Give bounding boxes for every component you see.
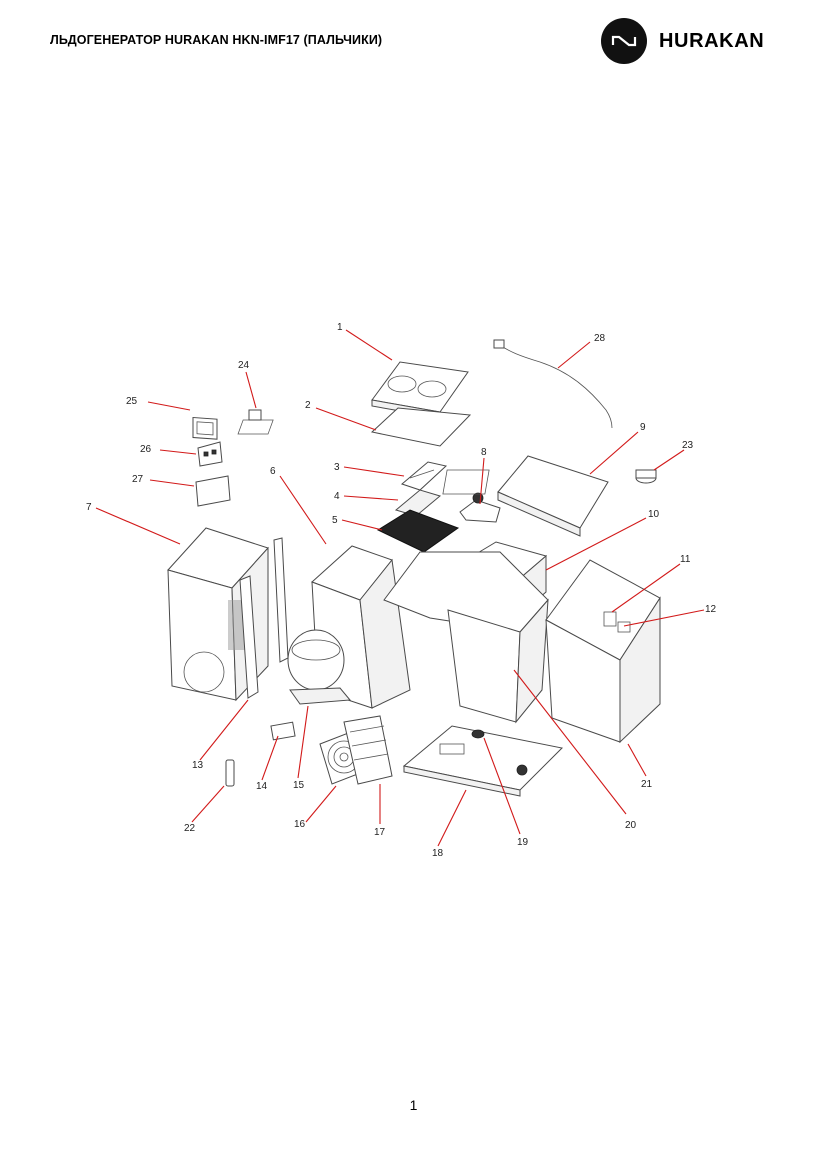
callout-25: 25 [126, 396, 138, 407]
page-number: 1 [409, 1097, 418, 1113]
callout-18: 18 [432, 848, 444, 859]
leader-23 [653, 449, 685, 471]
callout-23: 23 [682, 440, 694, 451]
part-24-switch [248, 409, 262, 421]
part-23-knob [635, 469, 657, 484]
callout-22: 22 [184, 823, 196, 834]
part-8-pump [459, 492, 501, 523]
document-title: ЛЬДОГЕНЕРАТОР HURAKAN HKN-IMF17 (ПАЛЬЧИК… [50, 33, 383, 47]
part-1-top-cover [371, 361, 469, 419]
leader-26 [159, 449, 197, 455]
leader-14 [261, 735, 279, 781]
part-25-display [192, 416, 218, 440]
leader-10 [545, 517, 647, 571]
callout-17: 17 [374, 827, 386, 838]
callout-15: 15 [293, 780, 305, 791]
part-28-power-cord [493, 339, 613, 429]
callout-10: 10 [648, 509, 660, 520]
part-22-drier [225, 759, 235, 787]
leader-28 [557, 341, 591, 369]
leader-12 [623, 609, 705, 627]
part-3-water-tray [400, 461, 448, 491]
leader-15 [297, 705, 309, 779]
callout-5: 5 [332, 515, 338, 526]
part-9-lid [442, 455, 609, 537]
callout-21: 21 [641, 779, 653, 790]
logo-text: HURAKAN [659, 30, 765, 52]
leader-5 [341, 519, 383, 531]
leader-4 [343, 495, 399, 501]
callout-16: 16 [294, 819, 306, 830]
part-4-distributor [394, 489, 442, 517]
part-6-inner-liner [311, 545, 411, 709]
callout-4: 4 [334, 491, 340, 502]
leader-24 [245, 371, 257, 409]
leader-27 [149, 479, 195, 487]
leader-6 [279, 475, 327, 545]
callout-1: 1 [337, 322, 343, 333]
side-rail [273, 537, 289, 663]
part-20-bin [383, 551, 549, 724]
part-18-base [402, 725, 564, 797]
logo-mark-icon [601, 18, 647, 64]
leader-20 [513, 669, 627, 815]
callout-7: 7 [86, 502, 92, 513]
callout-24: 24 [238, 360, 250, 371]
callout-3: 3 [334, 462, 340, 473]
leader-22 [191, 785, 225, 823]
callout-20: 20 [625, 820, 637, 831]
part-2-plate [237, 407, 472, 447]
leader-21 [627, 743, 647, 777]
part-27-box [195, 475, 231, 507]
hurakan-logo: HURAKAN [601, 18, 776, 64]
callout-19: 19 [517, 837, 529, 848]
part-26-control-board [197, 441, 223, 467]
callout-2: 2 [305, 400, 311, 411]
callout-13: 13 [192, 760, 204, 771]
part-21-rear-panel [545, 559, 661, 744]
callout-14: 14 [256, 781, 268, 792]
leader-8 [479, 457, 485, 505]
part-19-drain-valve [471, 729, 485, 739]
callout-8: 8 [481, 447, 487, 458]
callout-6: 6 [270, 466, 276, 477]
leader-7 [95, 507, 181, 545]
leader-11 [611, 563, 681, 613]
callout-11: 11 [680, 554, 691, 565]
exploded-parts-diagram: 1 2 3 4 5 6 7 8 9 10 11 12 13 14 15 16 1… [86, 322, 717, 859]
part-5-evaporator [376, 509, 460, 553]
leader-19 [483, 737, 521, 835]
leader-3 [343, 466, 405, 477]
callout-12: 12 [705, 604, 717, 615]
leader-16 [305, 785, 337, 823]
callout-28: 28 [594, 333, 606, 344]
leader-9 [589, 431, 639, 475]
callout-26: 26 [140, 444, 152, 455]
part-14-fan-motor [270, 721, 296, 741]
leader-2 [315, 407, 377, 431]
leader-1 [345, 329, 393, 361]
callout-27: 27 [132, 474, 144, 485]
leader-18 [437, 789, 467, 847]
part-15-compressor [287, 629, 352, 705]
leader-13 [199, 699, 249, 761]
leader-25 [147, 401, 191, 411]
callout-9: 9 [640, 422, 646, 433]
part-13-rail [239, 575, 259, 699]
part-17-condenser [343, 715, 393, 785]
